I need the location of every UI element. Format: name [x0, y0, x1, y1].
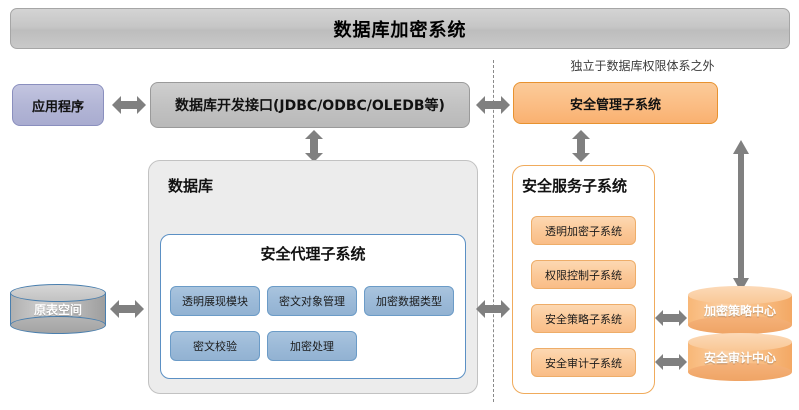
arrow-interface-to-security-mgmt-icon	[476, 94, 510, 116]
cylinder-top	[688, 286, 792, 304]
arrow-audit-link-icon	[655, 352, 687, 372]
service-chip-access-control[interactable]: 权限控制子系统	[531, 260, 636, 289]
database-interface-box[interactable]: 数据库开发接口(JDBC/ODBC/OLEDB等)	[150, 82, 470, 128]
arrow-security-mgmt-to-service-icon	[570, 130, 592, 162]
database-label: 数据库	[168, 177, 214, 195]
cylinder-top	[10, 284, 106, 302]
service-chip-transparent-encryption[interactable]: 透明加密子系统	[531, 216, 636, 245]
arrow-policy-link-icon	[655, 308, 687, 328]
cylinder-top	[688, 333, 792, 351]
independence-note: 独立于数据库权限体系之外	[570, 59, 715, 73]
arrow-tablespace-to-database-icon	[110, 298, 144, 320]
security-audit-center-label: 安全审计中心	[703, 350, 776, 365]
module-chip-ciphertext-verification[interactable]: 密文校验	[170, 331, 260, 361]
security-management-box[interactable]: 安全管理子系统	[513, 82, 718, 124]
cylinder-bottom	[688, 316, 792, 334]
encryption-policy-center-label: 加密策略中心	[703, 303, 776, 318]
application-program-box[interactable]: 应用程序	[12, 84, 104, 126]
cylinder-bottom	[10, 316, 106, 334]
page-title: 数据库加密系统	[10, 8, 790, 49]
service-chip-security-policy[interactable]: 安全策略子系统	[531, 304, 636, 333]
encryption-policy-center-cylinder[interactable]: 加密策略中心	[688, 286, 792, 334]
service-chip-security-audit[interactable]: 安全审计子系统	[531, 348, 636, 377]
arrow-database-to-security-service-icon	[476, 298, 510, 320]
arrow-interface-to-database-icon	[303, 130, 325, 162]
security-agent-label: 安全代理子系统	[260, 245, 366, 263]
module-chip-encryption-processing[interactable]: 加密处理	[267, 331, 357, 361]
module-chip-ciphertext-object-mgmt[interactable]: 密文对象管理	[267, 286, 357, 316]
source-tablespace-cylinder[interactable]: 原表空间	[10, 284, 106, 334]
cylinder-bottom	[688, 363, 792, 381]
module-chip-encrypted-data-type[interactable]: 加密数据类型	[364, 286, 454, 316]
arrow-security-mgmt-to-policy-center-icon	[731, 140, 751, 292]
module-chip-transparent-display[interactable]: 透明展现模块	[170, 286, 260, 316]
boundary-divider	[493, 60, 494, 402]
arrow-app-to-interface-icon	[112, 94, 146, 116]
source-tablespace-label: 原表空间	[33, 302, 82, 317]
security-service-label: 安全服务子系统	[522, 177, 628, 195]
security-audit-center-cylinder[interactable]: 安全审计中心	[688, 333, 792, 381]
